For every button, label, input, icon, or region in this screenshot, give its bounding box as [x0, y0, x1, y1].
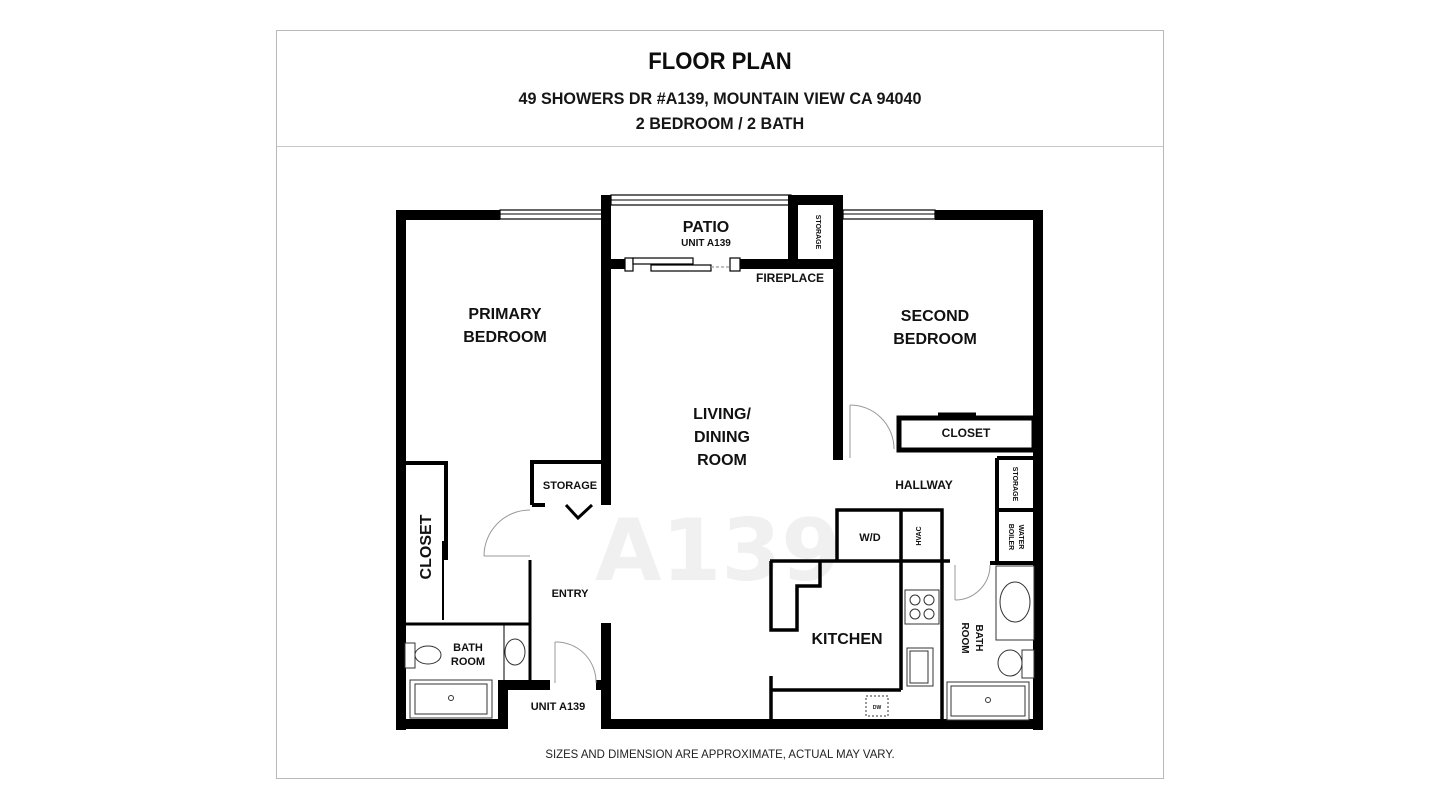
patio-storage-label: STORAGE [814, 215, 821, 250]
disclaimer: SIZES AND DIMENSION ARE APPROXIMATE, ACT… [545, 747, 895, 761]
header: FLOOR PLAN 49 SHOWERS DR #A139, MOUNTAIN… [277, 31, 1163, 147]
second-bedroom-label-1: SECOND [901, 308, 969, 325]
primary-closet-label: CLOSET [418, 514, 435, 579]
washer-dryer-label: W/D [859, 532, 880, 544]
sliding-door [624, 257, 741, 272]
page-title: FLOOR PLAN [648, 48, 792, 75]
bath1-label-2: ROOM [451, 656, 485, 668]
property-layout: 2 BEDROOM / 2 BATH [635, 114, 805, 133]
hallway-label: HALLWAY [895, 478, 953, 492]
second-bedroom-label-2: BEDROOM [893, 331, 977, 348]
living-label-1: LIVING/ [693, 406, 751, 423]
living-label-2: DINING [694, 429, 750, 446]
hall-storage-label: STORAGE [1011, 467, 1018, 502]
water-boiler-label-2: BOILER [1007, 524, 1014, 550]
bath2-label-2: ROOM [959, 622, 970, 653]
fixtures [404, 565, 1035, 721]
dishwasher-label: DW [873, 705, 882, 711]
patio-label: PATIO [683, 219, 730, 236]
primary-bedroom-label-2: BEDROOM [463, 329, 547, 346]
room-labels: PATIO UNIT A139 STORAGE FIREPLACE PRIMAR… [418, 215, 1024, 713]
door-swings [483, 404, 991, 684]
bath2-label-1: BATH [973, 624, 984, 651]
living-label-3: ROOM [697, 452, 747, 469]
exterior-walls [396, 194, 1043, 730]
property-address: 49 SHOWERS DR #A139, MOUNTAIN VIEW CA 94… [518, 89, 922, 108]
patio-unit-label: UNIT A139 [681, 238, 731, 249]
hvac-label: HVAC [916, 526, 923, 545]
interior-walls [406, 412, 1037, 720]
primary-bedroom-label-1: PRIMARY [468, 306, 542, 323]
unit-entry-label: UNIT A139 [531, 701, 586, 713]
entry-label: ENTRY [552, 588, 590, 600]
kitchen-label: KITCHEN [811, 631, 882, 648]
entry-storage-label: STORAGE [543, 480, 597, 492]
water-boiler-label-1: WATER [1017, 525, 1024, 550]
bath1-label-1: BATH [453, 642, 483, 654]
fireplace-label: FIREPLACE [756, 271, 824, 285]
second-closet-label: CLOSET [942, 426, 991, 440]
